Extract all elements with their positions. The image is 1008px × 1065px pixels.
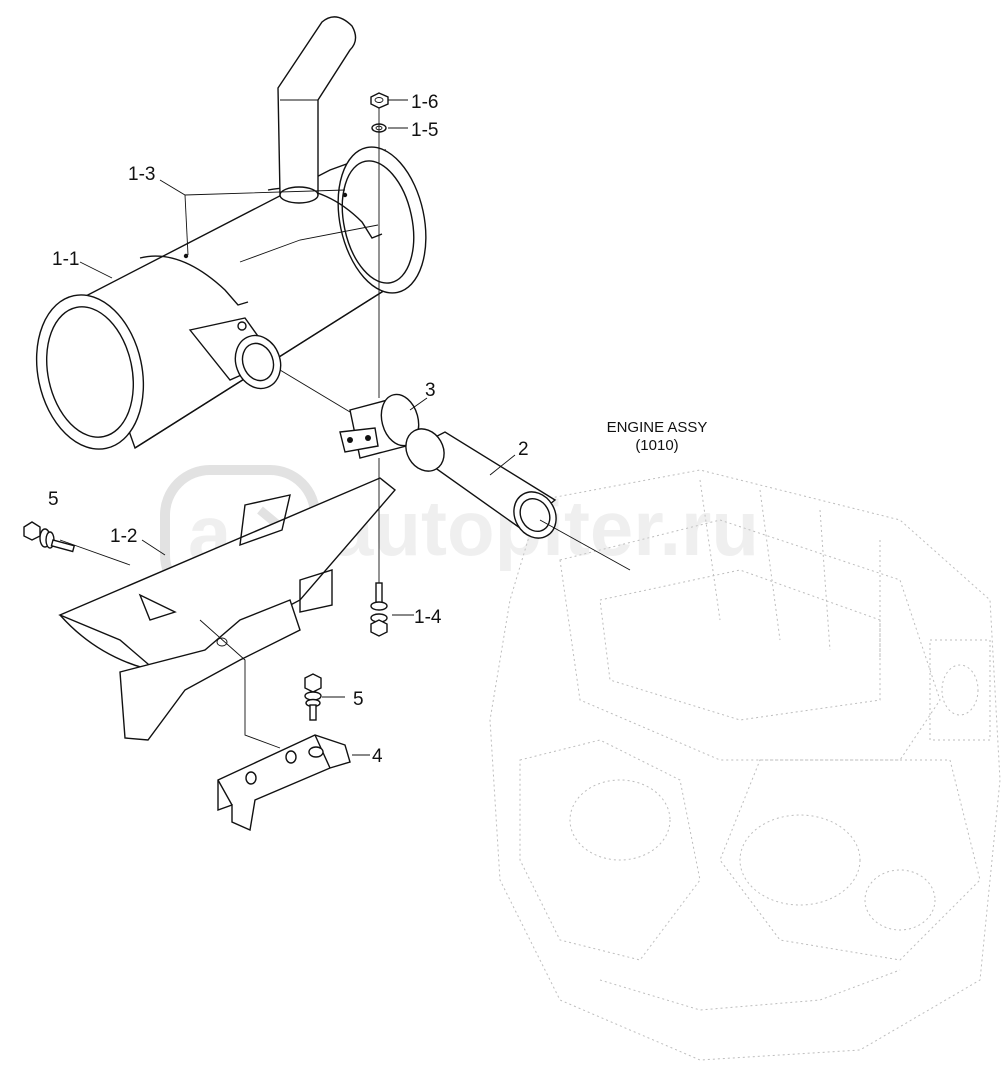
outlet-pipe-stub bbox=[188, 317, 282, 390]
callout-1-6: 1-6 bbox=[411, 92, 438, 113]
clamp-part-3 bbox=[339, 393, 420, 459]
callout-2: 2 bbox=[518, 439, 529, 460]
callout-5-right: 5 bbox=[353, 689, 364, 710]
callout-1-1: 1-1 bbox=[52, 249, 79, 270]
bracket-part-4 bbox=[217, 734, 351, 832]
callout-1-4: 1-4 bbox=[414, 607, 442, 628]
tail-pipe bbox=[277, 16, 357, 204]
pipe-part-2 bbox=[405, 428, 557, 539]
bolt-part-1-4 bbox=[370, 582, 388, 637]
callout-1-5: 1-5 bbox=[411, 120, 438, 141]
engine-assembly-ghost bbox=[489, 469, 1001, 1061]
engine-assy-reference: ENGINE ASSY (1010) bbox=[607, 419, 708, 454]
leader-lines bbox=[59, 99, 631, 756]
engine-assy-title: ENGINE ASSY bbox=[607, 419, 708, 436]
callout-1-3: 1-3 bbox=[128, 164, 155, 185]
engine-assy-code: (1010) bbox=[635, 437, 678, 454]
heat-shield-part-1-2 bbox=[58, 477, 397, 741]
callout-3: 3 bbox=[425, 380, 436, 401]
callout-4: 4 bbox=[372, 746, 383, 767]
muffler-body bbox=[35, 146, 427, 450]
bolt-part-5-right bbox=[304, 673, 322, 721]
callout-1-2: 1-2 bbox=[110, 526, 137, 547]
callouts: 1-6 1-5 1-3 1-1 3 2 5 1-2 1-4 5 4 bbox=[48, 92, 529, 767]
nut-1-6 bbox=[370, 92, 389, 109]
bolt-part-5-left bbox=[23, 521, 76, 553]
callout-5-left: 5 bbox=[48, 489, 59, 510]
